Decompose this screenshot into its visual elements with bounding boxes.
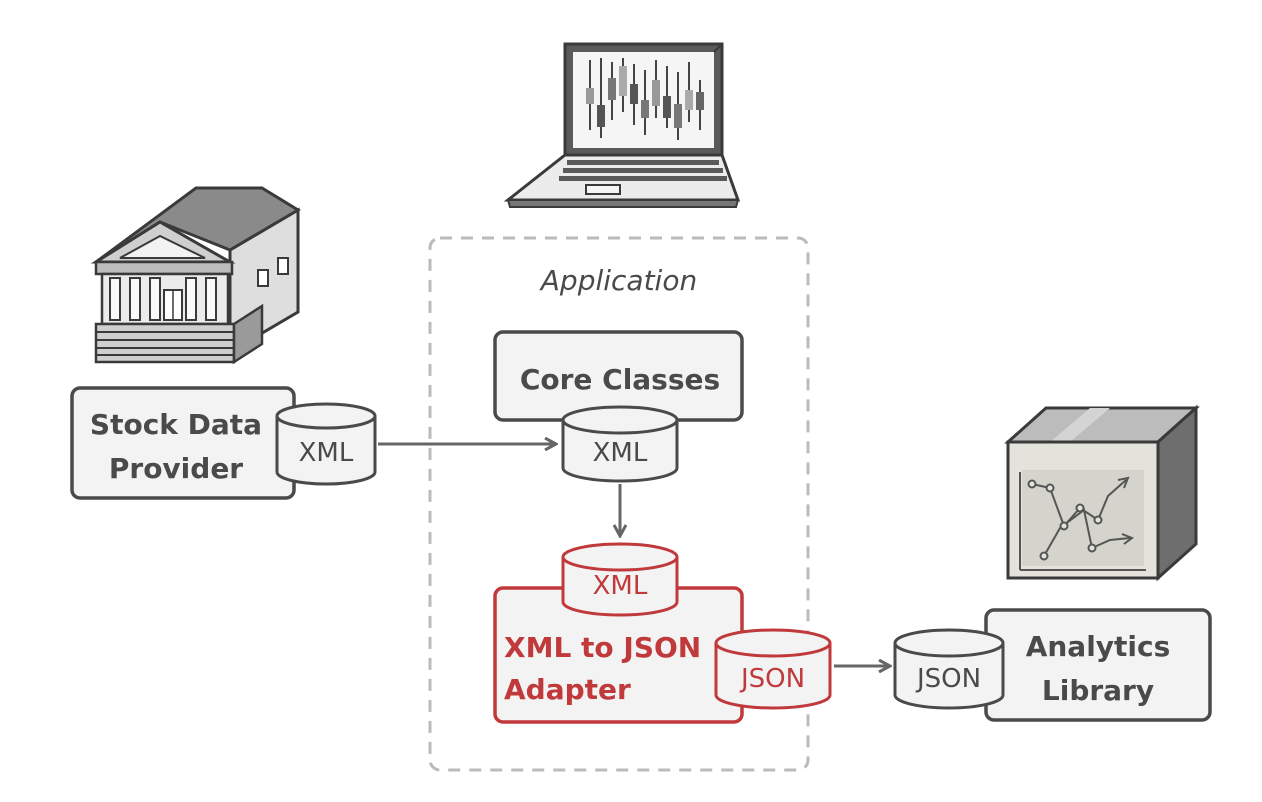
bank-building-icon <box>90 186 301 365</box>
analytics-label-line2: Library <box>1042 674 1154 707</box>
adapter-label-line1: XML to JSON <box>504 631 701 664</box>
application-container <box>428 236 810 772</box>
stock-provider-xml-cylinder: XML <box>275 402 377 486</box>
adapter-xml-cylinder: XML <box>561 542 679 617</box>
core-classes-label: Core Classes <box>520 363 720 396</box>
core-classes-xml-cylinder: XML <box>561 405 679 483</box>
core-classes-format: XML <box>593 438 648 468</box>
stock-provider-label-line2: Provider <box>109 452 243 485</box>
analytics-label-line1: Analytics <box>1026 630 1171 663</box>
adapter-label-line2: Adapter <box>504 673 631 706</box>
analytics-json-cylinder: JSON <box>893 628 1005 710</box>
adapter-input-format: XML <box>593 571 648 601</box>
analytics-format: JSON <box>915 664 981 694</box>
analytics-box-icon <box>1004 404 1200 582</box>
adapter-output-format: JSON <box>739 664 805 694</box>
application-caption: Application <box>539 264 697 297</box>
stock-provider-format: XML <box>299 438 354 468</box>
stock-provider-label-line1: Stock Data <box>90 408 262 441</box>
laptop-chart-icon <box>503 42 741 208</box>
adapter-json-cylinder: JSON <box>714 628 832 710</box>
